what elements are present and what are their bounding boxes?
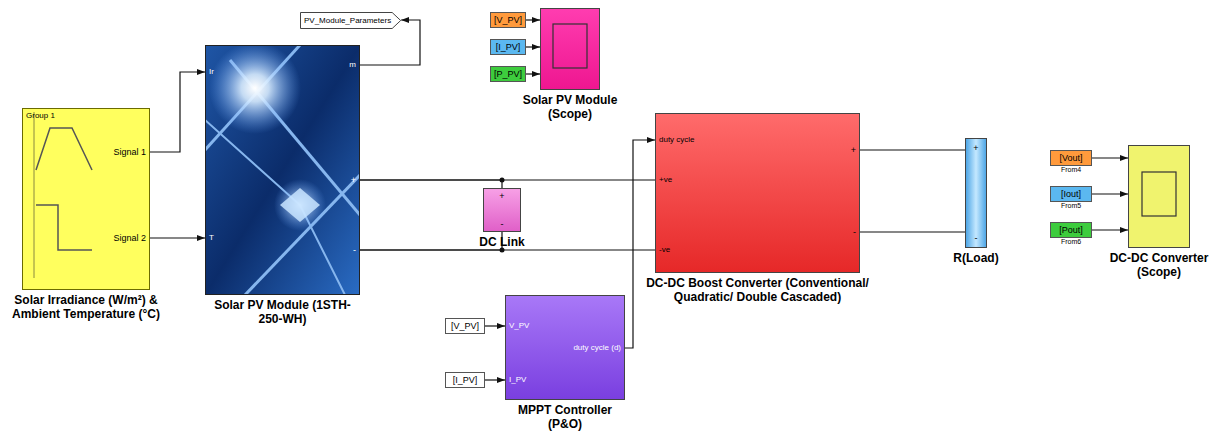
tag-text: [Pout] [1054, 223, 1088, 237]
signal-wire [625, 140, 655, 348]
signal-wire [150, 237, 205, 238]
signal-wire [360, 249, 655, 250]
from-tag: [I_PV] [490, 39, 526, 55]
port-label: - [853, 226, 856, 238]
port-label: Signal 1 [113, 146, 146, 158]
port-label: + [351, 174, 356, 186]
block-caption: DC Link [467, 235, 537, 249]
scope-fill [1128, 145, 1190, 248]
block-caption: R(Load) [941, 251, 1011, 265]
port-label: V_PV [509, 320, 529, 332]
port-label: + [499, 190, 504, 202]
tag-text: [I_PV] [449, 373, 481, 387]
port-label: - [353, 244, 356, 256]
port-label: duty cycle (d) [573, 342, 621, 354]
signal-wire [485, 379, 505, 380]
port-label: I_PV [509, 374, 526, 386]
block-caption: DC-DC Boost Converter (Conventional/ Qua… [638, 276, 878, 304]
goto-tag: PV_Module_Parameters [300, 12, 401, 29]
block-caption: DC-DC Converter (Scope) [1099, 251, 1219, 279]
pv-cell-picture [205, 45, 360, 295]
port-label: Ir [209, 66, 214, 78]
goto-outline-shape [301, 13, 401, 29]
signal-wire [150, 72, 205, 152]
block-caption: From6 [1049, 238, 1093, 246]
signal-axis [34, 112, 35, 278]
load-resistor: +-R(Load) [965, 138, 987, 248]
tag-text: [Vout] [1054, 151, 1088, 165]
scope-block: DC-DC Converter (Scope) [1128, 145, 1190, 248]
tag-text: [V_PV] [449, 319, 481, 333]
port-label: -ve [659, 244, 670, 256]
port-label: T [209, 232, 214, 244]
block-caption: Solar PV Module (1STH-250-WH) [213, 298, 353, 326]
tag-text: [Iout] [1054, 187, 1088, 201]
signal-wire [1092, 157, 1128, 158]
from-tag: [Pout]From6 [1050, 222, 1092, 238]
signal-wire [526, 46, 540, 47]
block-caption: MPPT Controller (P&O) [500, 403, 630, 431]
tag-text: PV_Module_Parameters [304, 12, 391, 29]
signal-wire [485, 325, 505, 326]
scope-screen [1142, 172, 1176, 216]
step-signal-icon [36, 205, 92, 250]
signal-builder-block: Group 1Signal 1Signal 2Solar Irradiance … [22, 108, 150, 290]
dc-link-capacitor: +-DC Link [483, 188, 521, 232]
from-tag: [Iout]From5 [1050, 186, 1092, 202]
port-label: - [501, 218, 504, 230]
from-tag: [V_PV] [445, 318, 485, 334]
signal-wire [360, 180, 502, 188]
ramp-signal-icon [36, 128, 92, 170]
signal-wire [526, 73, 540, 74]
signal-wire [360, 179, 655, 180]
port-label: + [851, 144, 856, 156]
block-caption: From5 [1049, 202, 1093, 210]
port-label: - [975, 232, 978, 244]
pv-module-block: IrTm+-Solar PV Module (1STH-250-WH) [205, 45, 360, 295]
scope-fill [540, 8, 600, 90]
from-tag: [P_PV] [490, 66, 526, 82]
tag-text: [V_PV] [494, 13, 522, 27]
port-label: m [349, 59, 356, 71]
mppt-controller-block: V_PVI_PVduty cycle (d)MPPT Controller (P… [505, 295, 625, 400]
signal-wire [526, 19, 540, 20]
from-tag: [Vout]From4 [1050, 150, 1092, 166]
signal-wire [860, 231, 965, 232]
tag-text: [P_PV] [494, 67, 522, 81]
from-tag: [V_PV] [490, 12, 526, 28]
tag-text: [I_PV] [494, 40, 522, 54]
signal-builder-fill [22, 108, 150, 290]
block-caption: From4 [1049, 166, 1093, 174]
port-label: +ve [659, 174, 672, 186]
from-tag: [I_PV] [445, 372, 485, 388]
port-label: + [973, 142, 978, 154]
signal-wire [1092, 229, 1128, 230]
port-label: duty cycle [659, 134, 695, 146]
port-label: Signal 2 [113, 232, 146, 244]
scope-block: Solar PV Module (Scope) [540, 8, 600, 90]
boost-converter-block: duty cycle+ve-ve+-DC-DC Boost Converter … [655, 113, 860, 273]
block-caption: Solar PV Module (Scope) [505, 93, 635, 121]
port-label: Group 1 [26, 110, 55, 122]
signal-wire [1092, 193, 1128, 194]
block-caption: Solar Irradiance (W/m²) & Ambient Temper… [6, 293, 166, 321]
signal-wire [860, 149, 965, 150]
scope-screen [553, 24, 587, 68]
